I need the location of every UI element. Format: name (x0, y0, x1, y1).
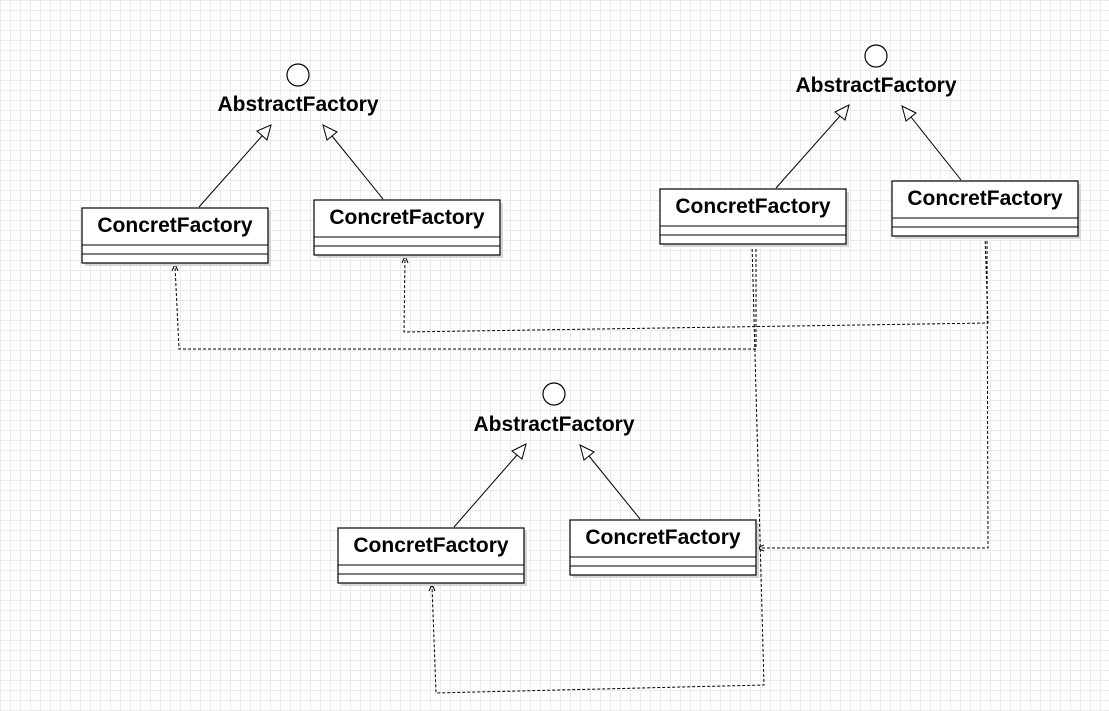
interface-af2[interactable]: AbstractFactory (795, 44, 957, 97)
generalization-cf1-af1[interactable] (198, 124, 272, 208)
class-name: ConcretFactory (675, 195, 831, 218)
class-cf4[interactable]: ConcretFactory (891, 180, 1081, 239)
interface-af3[interactable]: AbstractFactory (473, 382, 635, 436)
class-cf5[interactable]: ConcretFactory (337, 527, 527, 586)
generalization-cf3-af2[interactable] (775, 104, 850, 189)
class-cf6[interactable]: ConcretFactory (569, 519, 759, 578)
class-cf1[interactable]: ConcretFactory (81, 207, 271, 266)
interface-lollipop-icon (286, 63, 310, 87)
generalization-cf4-af2[interactable] (901, 105, 962, 181)
generalization-links (198, 104, 962, 528)
interface-label: AbstractFactory (217, 93, 378, 116)
dependency-cf3-cf5[interactable] (428, 243, 765, 694)
dependency-links (171, 235, 989, 694)
generalization-cf2-af1[interactable] (322, 124, 384, 200)
class-name: ConcretFactory (907, 187, 1063, 210)
interface-label: AbstractFactory (473, 413, 634, 436)
interface-lollipop-icon (542, 382, 566, 406)
class-cf2[interactable]: ConcretFactory (313, 199, 503, 258)
generalization-cf5-af3[interactable] (453, 443, 527, 528)
interface-label: AbstractFactory (795, 74, 956, 97)
class-name: ConcretFactory (329, 206, 485, 229)
dependency-cf4-cf6[interactable] (755, 235, 989, 552)
interface-lollipop-icon (864, 44, 888, 68)
class-name: ConcretFactory (97, 214, 253, 237)
generalization-cf6-af3[interactable] (579, 444, 641, 520)
class-cf3[interactable]: ConcretFactory (659, 188, 849, 247)
class-name: ConcretFactory (353, 534, 509, 557)
interface-af1[interactable]: AbstractFactory (217, 63, 379, 116)
class-name: ConcretFactory (585, 526, 741, 549)
